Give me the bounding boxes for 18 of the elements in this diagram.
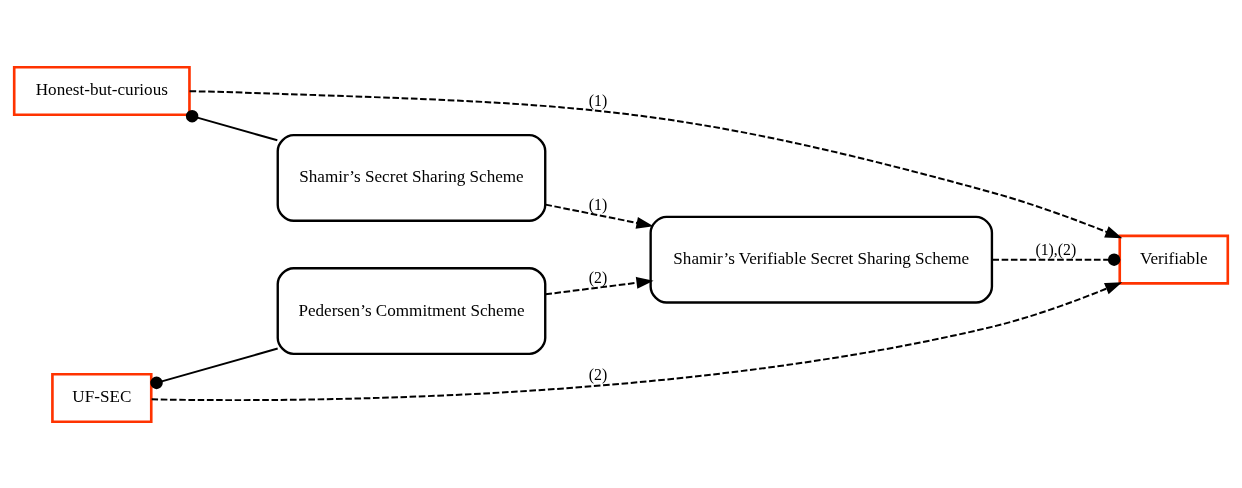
edge-label: (2) [588,365,608,383]
node-box: Shamir’s Verifiable Secret Sharing Scheme [649,215,994,304]
edge-label: (1),(2) [1035,240,1077,258]
arrow [150,281,1123,401]
node-box: Verifiable [1118,234,1230,285]
edge-label: (2) [588,268,608,286]
edge-label: (1) [588,91,608,109]
edge-label: (1) [588,195,608,213]
node-box: Honest-but-curious [12,65,191,116]
node-box: UF-SEC [51,372,153,423]
connector [185,109,279,141]
connector [150,347,279,389]
arrow [188,89,1123,238]
connector [991,252,1121,266]
node-box: Shamir’s Secret Sharing Scheme [276,133,547,222]
node-box: Pedersen’s Commitment Scheme [276,266,547,355]
arrow [544,203,654,229]
arrow [544,276,654,295]
